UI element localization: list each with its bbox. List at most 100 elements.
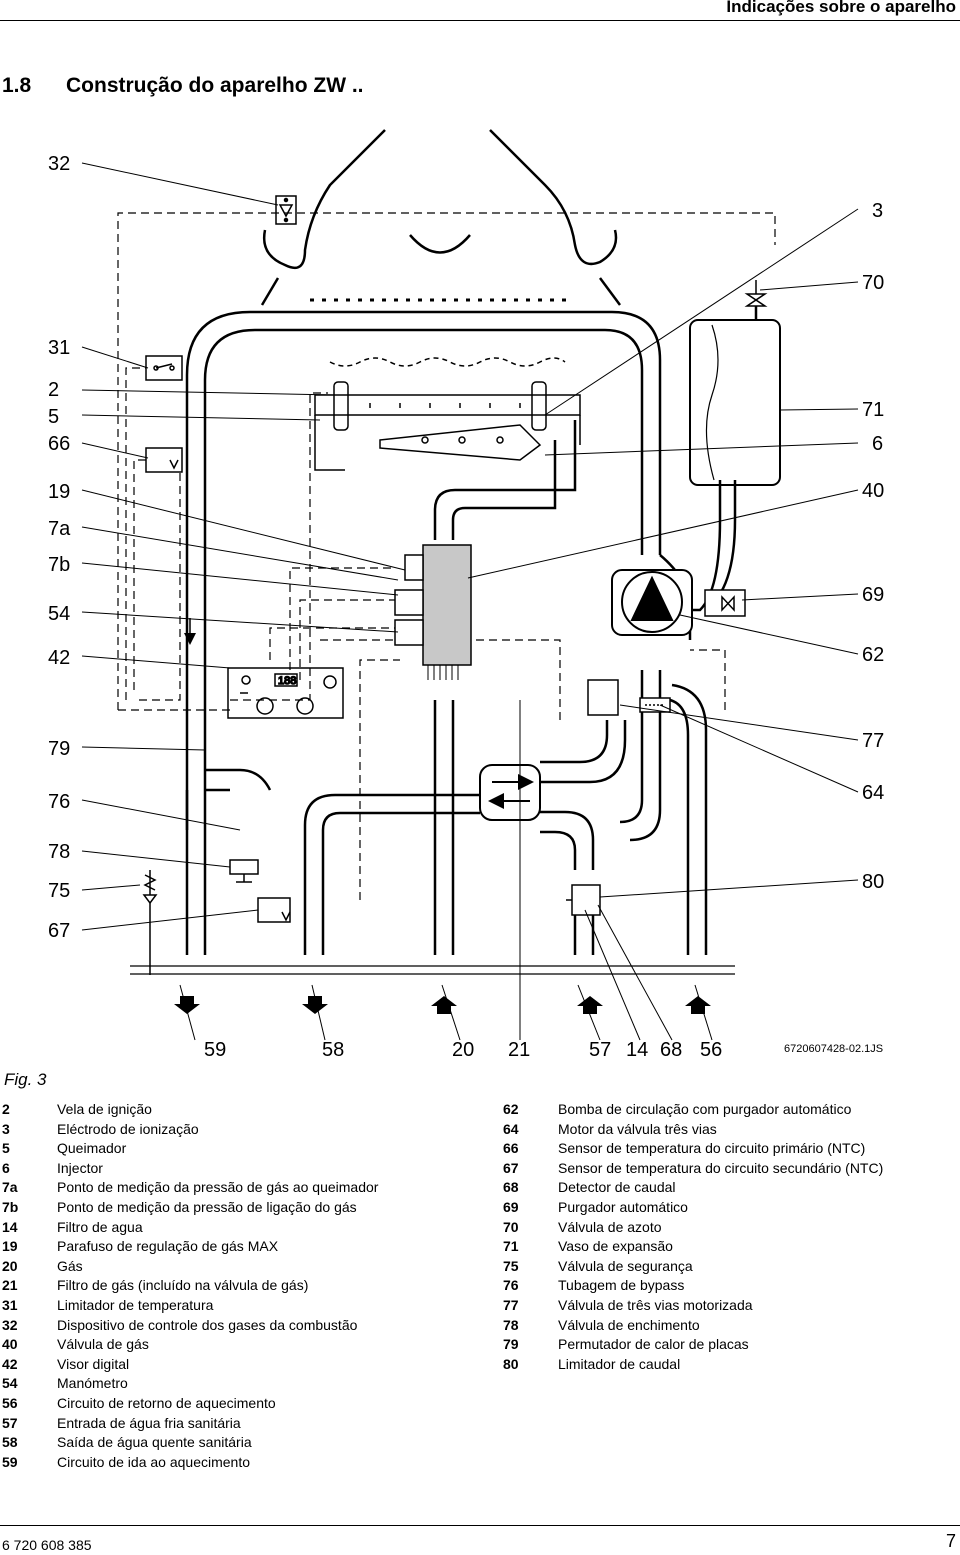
legend-item-text: Bomba de circulação com purgador automát… (558, 1101, 852, 1117)
legend-item-number: 42 (2, 1355, 18, 1372)
legend-item: 6 Injector (2, 1159, 472, 1179)
callout-62: 62 (862, 644, 884, 666)
legend-item-number: 59 (2, 1453, 18, 1470)
legend-item: 62 Bomba de circulação com purgador autom… (503, 1100, 958, 1120)
flow-out-arrow-icon (302, 996, 328, 1014)
legend-right-column: 62 Bomba de circulação com purgador autom… (503, 1100, 958, 1374)
document-number: 6 720 608 385 (2, 1537, 92, 1553)
digital-display-text: 188 (278, 675, 296, 687)
legend-item-text: Ponto de medição da pressão de gás ao qu… (57, 1179, 379, 1196)
legend-item-number: 70 (503, 1218, 519, 1235)
callout-57: 57 (589, 1039, 611, 1061)
flow-in-arrow-icon (431, 996, 457, 1014)
legend-item-text: Circuito de ida ao aquecimento (57, 1453, 251, 1470)
legend-item-number: 2 (2, 1101, 10, 1117)
running-header: Indicações sobre o aparelho (726, 0, 956, 16)
callouts-left: 32 31 2 5 66 19 7a 7b 54 42 79 76 78 75 … (48, 153, 71, 942)
callout-7a: 7a (48, 518, 71, 540)
legend-item-text: Manómetro (57, 1375, 128, 1392)
reference-code: 6720607428-02.1JS (784, 1043, 883, 1055)
callout-68: 68 (660, 1039, 682, 1061)
page-number: 7 (945, 1531, 956, 1551)
legend-item-text: Dispositivo de controle dos gases da com… (57, 1316, 358, 1333)
burner-assembly (314, 357, 581, 471)
legend-item-text: Purgador automático (558, 1198, 688, 1215)
legend-item: 5 Queimador (2, 1139, 472, 1159)
legend-item-text: Tubagem de bypass (558, 1277, 685, 1294)
legend-item-number: 66 (503, 1140, 519, 1157)
legend-item-text: Queimador (57, 1140, 127, 1157)
flow-limiter (566, 884, 601, 916)
legend-item-text: Parafuso de regulação de gás MAX (57, 1238, 279, 1255)
legend-item-number: 79 (503, 1336, 519, 1353)
legend-item-text: Eléctrodo de ionização (57, 1120, 199, 1137)
legend-item-text: Permutador de calor de placas (558, 1336, 749, 1353)
legend-item-number: 76 (503, 1277, 519, 1294)
legend-item: 3 Eléctrodo de ionização (2, 1120, 472, 1140)
flow-in-arrow-icon (685, 996, 711, 1014)
flue-hood (260, 129, 622, 306)
legend-item-text: Entrada de água fria sanitária (57, 1414, 241, 1431)
legend-item-number: 6 (2, 1159, 10, 1176)
callout-56: 56 (700, 1039, 722, 1061)
callout-67: 67 (48, 920, 70, 942)
callout-3: 3 (872, 200, 883, 222)
footer-rule (0, 1525, 960, 1526)
legend-item-text: Vaso de expansão (558, 1238, 673, 1255)
legend-item-number: 7b (2, 1198, 19, 1215)
legend-item-number: 3 (2, 1120, 10, 1137)
callout-70: 70 (862, 272, 884, 294)
callout-32: 32 (48, 153, 70, 175)
legend-item-number: 62 (503, 1101, 519, 1117)
legend-item-text: Circuito de retorno de aquecimento (57, 1394, 276, 1411)
legend-item-text: Filtro de gás (incluído na válvula de gá… (57, 1277, 309, 1294)
legend-item-number: 7a (2, 1179, 18, 1196)
gas-valve (394, 544, 472, 680)
legend-item: 59 Circuito de ida ao aquecimento (2, 1453, 472, 1473)
legend-item-number: 5 (2, 1140, 10, 1157)
flue-gas-sensor-icon (275, 195, 297, 225)
legend-item: 7b Ponto de medição da pressão de ligação… (2, 1198, 472, 1218)
primary-sensor-icon (145, 447, 183, 473)
air-vent-icon (704, 589, 746, 617)
legend-item-number: 58 (2, 1434, 18, 1451)
callout-66: 66 (48, 433, 70, 455)
legend-item-number: 21 (2, 1277, 18, 1294)
callout-80: 80 (862, 871, 884, 893)
callout-40: 40 (862, 480, 884, 502)
callout-77: 77 (862, 730, 884, 752)
legend-item-text: Motor da válvula três vias (558, 1120, 717, 1137)
legend-item: 56 Circuito de retorno de aquecimento (2, 1394, 472, 1414)
boiler-construction-diagram: 188 (48, 129, 884, 1061)
legend-item-number: 56 (2, 1394, 18, 1411)
legend-item-text: Válvula de gás (57, 1336, 149, 1353)
callout-64: 64 (862, 782, 884, 804)
legend-item-text: Ponto de medição da pressão de ligação d… (57, 1198, 357, 1215)
legend-item: 79 Permutador de calor de placas (503, 1335, 958, 1355)
callout-31: 31 (48, 337, 70, 359)
callout-42: 42 (48, 647, 70, 669)
section-title: Construção do aparelho ZW .. (66, 74, 364, 97)
connection-baseline (130, 965, 735, 975)
nitrogen-valve-icon (744, 280, 768, 307)
legend-item: 76 Tubagem de bypass (503, 1276, 958, 1296)
legend-item-number: 78 (503, 1316, 519, 1333)
legend-item-number: 31 (2, 1296, 18, 1313)
circulation-pump (611, 569, 693, 636)
legend-item-text: Injector (57, 1159, 103, 1176)
